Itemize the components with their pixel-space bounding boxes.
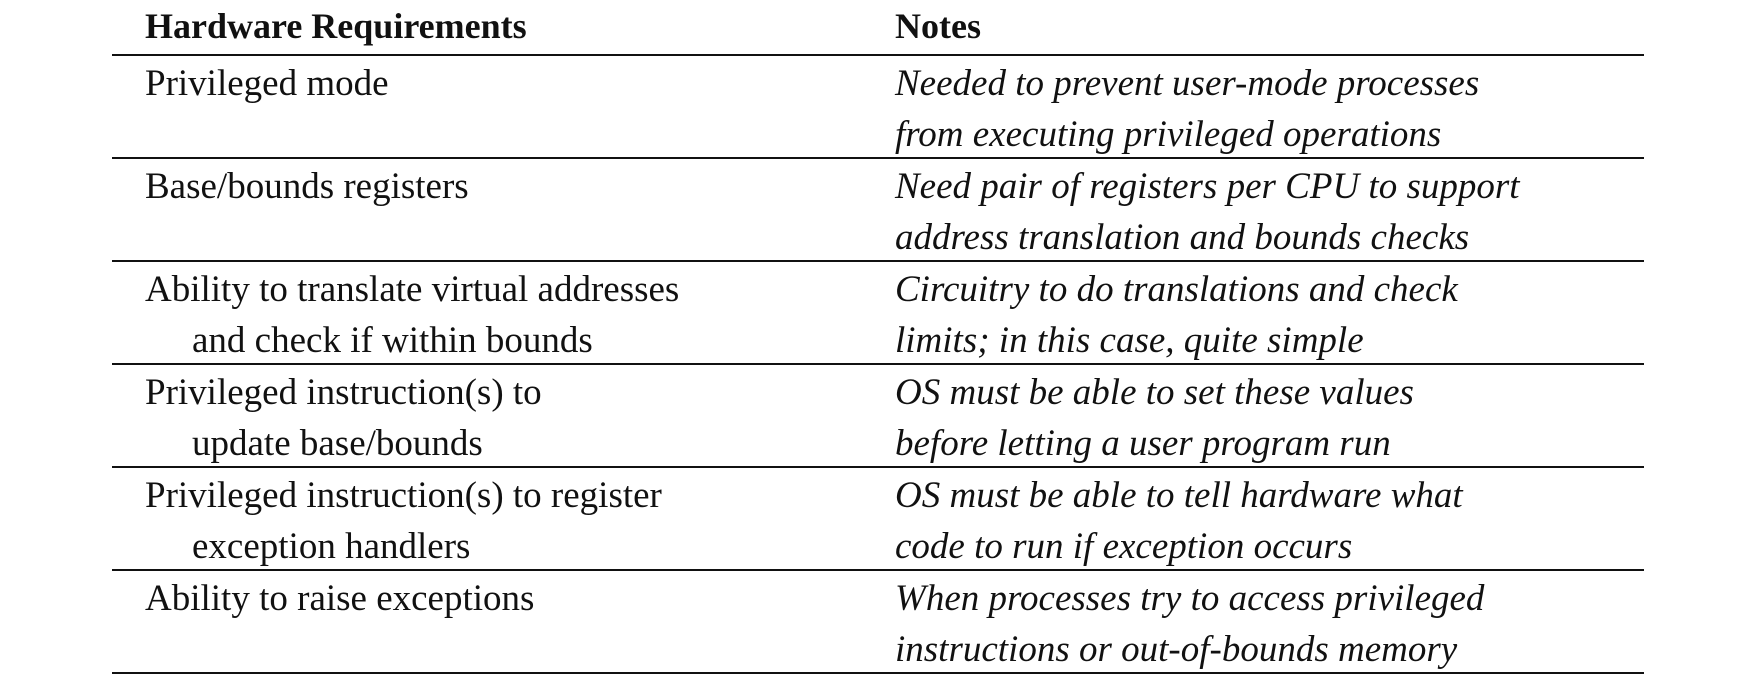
notes-line: limits; in this case, quite simple — [895, 320, 1364, 361]
requirement-line: exception handlers — [192, 526, 471, 567]
notes-line: code to run if exception occurs — [895, 526, 1353, 567]
requirement-line: update base/bounds — [192, 423, 483, 464]
notes-line: instructions or out-of-bounds memory — [895, 629, 1458, 670]
notes-line: address translation and bounds checks — [895, 217, 1470, 258]
requirement-cell: Privileged mode — [145, 58, 865, 109]
requirement-line: Base/bounds registers — [145, 166, 469, 207]
requirement-cell: Privileged instruction(s) to register exc… — [145, 470, 865, 572]
table-row: Privileged instruction(s) to update base/… — [112, 365, 1644, 468]
requirement-line: Privileged instruction(s) to — [145, 372, 542, 413]
notes-line: Circuitry to do translations and check — [895, 269, 1458, 310]
header-requirements: Hardware Requirements — [145, 6, 527, 46]
notes-line: OS must be able to tell hardware what — [895, 475, 1463, 516]
requirement-line: and check if within bounds — [192, 320, 593, 361]
notes-line: OS must be able to set these values — [895, 372, 1414, 413]
table-row: Privileged mode Needed to prevent user-mo… — [112, 56, 1644, 159]
requirement-cell: Base/bounds registers — [145, 161, 865, 212]
notes-cell: Need pair of registers per CPU to suppor… — [895, 161, 1635, 263]
requirement-cell: Ability to raise exceptions — [145, 573, 865, 624]
requirement-cell: Ability to translate virtual addresses an… — [145, 264, 865, 366]
requirement-line: Ability to raise exceptions — [145, 578, 535, 619]
table-header: Hardware Requirements Notes — [112, 0, 1644, 56]
notes-cell: OS must be able to tell hardware what cod… — [895, 470, 1635, 572]
table-row: Ability to raise exceptions When processe… — [112, 571, 1644, 674]
notes-cell: When processes try to access privileged i… — [895, 573, 1635, 675]
requirement-cell: Privileged instruction(s) to update base/… — [145, 367, 865, 469]
notes-cell: Needed to prevent user-mode processes fro… — [895, 58, 1635, 160]
header-notes: Notes — [895, 6, 981, 46]
hardware-requirements-table: Hardware Requirements Notes Privileged m… — [112, 0, 1644, 674]
notes-line: Needed to prevent user-mode processes — [895, 63, 1480, 104]
notes-line: Need pair of registers per CPU to suppor… — [895, 166, 1520, 207]
notes-cell: Circuitry to do translations and check li… — [895, 264, 1635, 366]
table-row: Ability to translate virtual addresses an… — [112, 262, 1644, 365]
notes-line: When processes try to access privileged — [895, 578, 1485, 619]
requirement-line: Privileged mode — [145, 63, 389, 104]
requirement-line: Ability to translate virtual addresses — [145, 269, 680, 310]
notes-line: from executing privileged operations — [895, 114, 1442, 155]
notes-line: before letting a user program run — [895, 423, 1391, 464]
requirement-line: Privileged instruction(s) to register — [145, 475, 662, 516]
notes-cell: OS must be able to set these values befor… — [895, 367, 1635, 469]
table-row: Base/bounds registers Need pair of regist… — [112, 159, 1644, 262]
table-row: Privileged instruction(s) to register exc… — [112, 468, 1644, 571]
